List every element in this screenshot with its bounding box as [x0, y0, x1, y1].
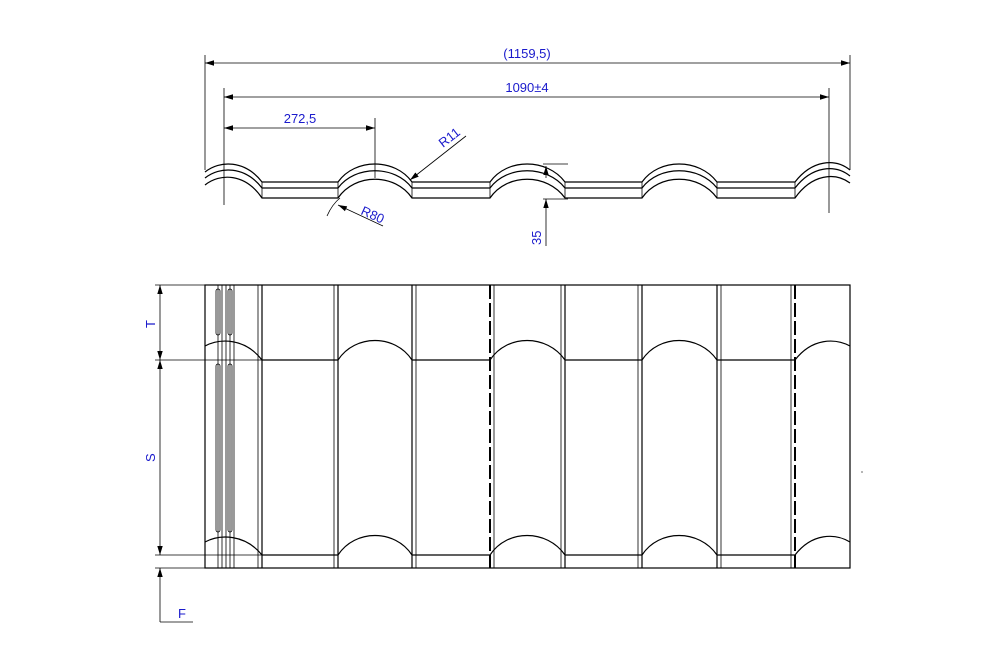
top-length-label: T	[143, 320, 158, 328]
crest-radius-label: R11	[436, 124, 463, 150]
profile-height-label: 35	[529, 231, 544, 245]
profile-outline-top	[204, 162, 851, 183]
wave-radius-label: R80	[359, 203, 387, 226]
profile-outline-bottom	[204, 176, 851, 199]
overall-width-label: (1159,5)	[503, 46, 550, 61]
profile-outline-mid	[204, 168, 851, 189]
wave-pitch-label: 272,5	[284, 111, 317, 126]
effective-width-label: 1090±4	[505, 80, 548, 95]
profile-view: (1159,5) 1090±4 272,5 R11 R80 35	[204, 46, 851, 246]
overlap-slot-right-top	[227, 288, 233, 336]
step-length-label: S	[143, 453, 158, 462]
crest-radius-leader	[409, 135, 467, 181]
overlap-slot-right-mid	[227, 363, 233, 533]
wave-radius-leader	[337, 204, 384, 227]
front-overhang-label: F	[178, 606, 186, 621]
lower-step-line	[204, 535, 851, 556]
plan-view: T S F	[143, 284, 863, 623]
overlap-slot-left-mid	[215, 363, 221, 533]
sheet-outline	[204, 284, 851, 569]
upper-step-line	[204, 340, 851, 361]
overlap-slot-left-top	[215, 288, 221, 336]
